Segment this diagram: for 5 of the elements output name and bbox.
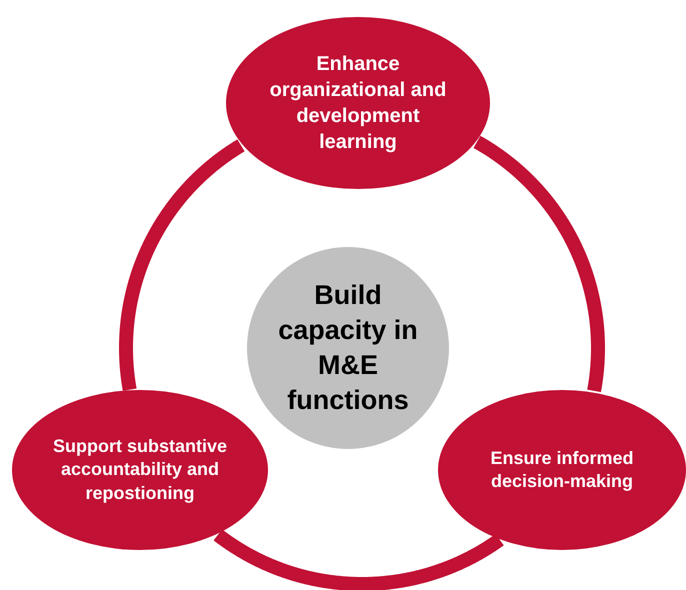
node-label: Enhance organizational and development learning	[268, 52, 448, 155]
node-label: Support substantive accountability and repostioning	[52, 434, 228, 505]
node-label: Ensure informed decision-making	[489, 446, 635, 493]
node-label: Build capacity in M&E functions	[277, 278, 419, 418]
ring-arc-connector	[212, 528, 506, 590]
